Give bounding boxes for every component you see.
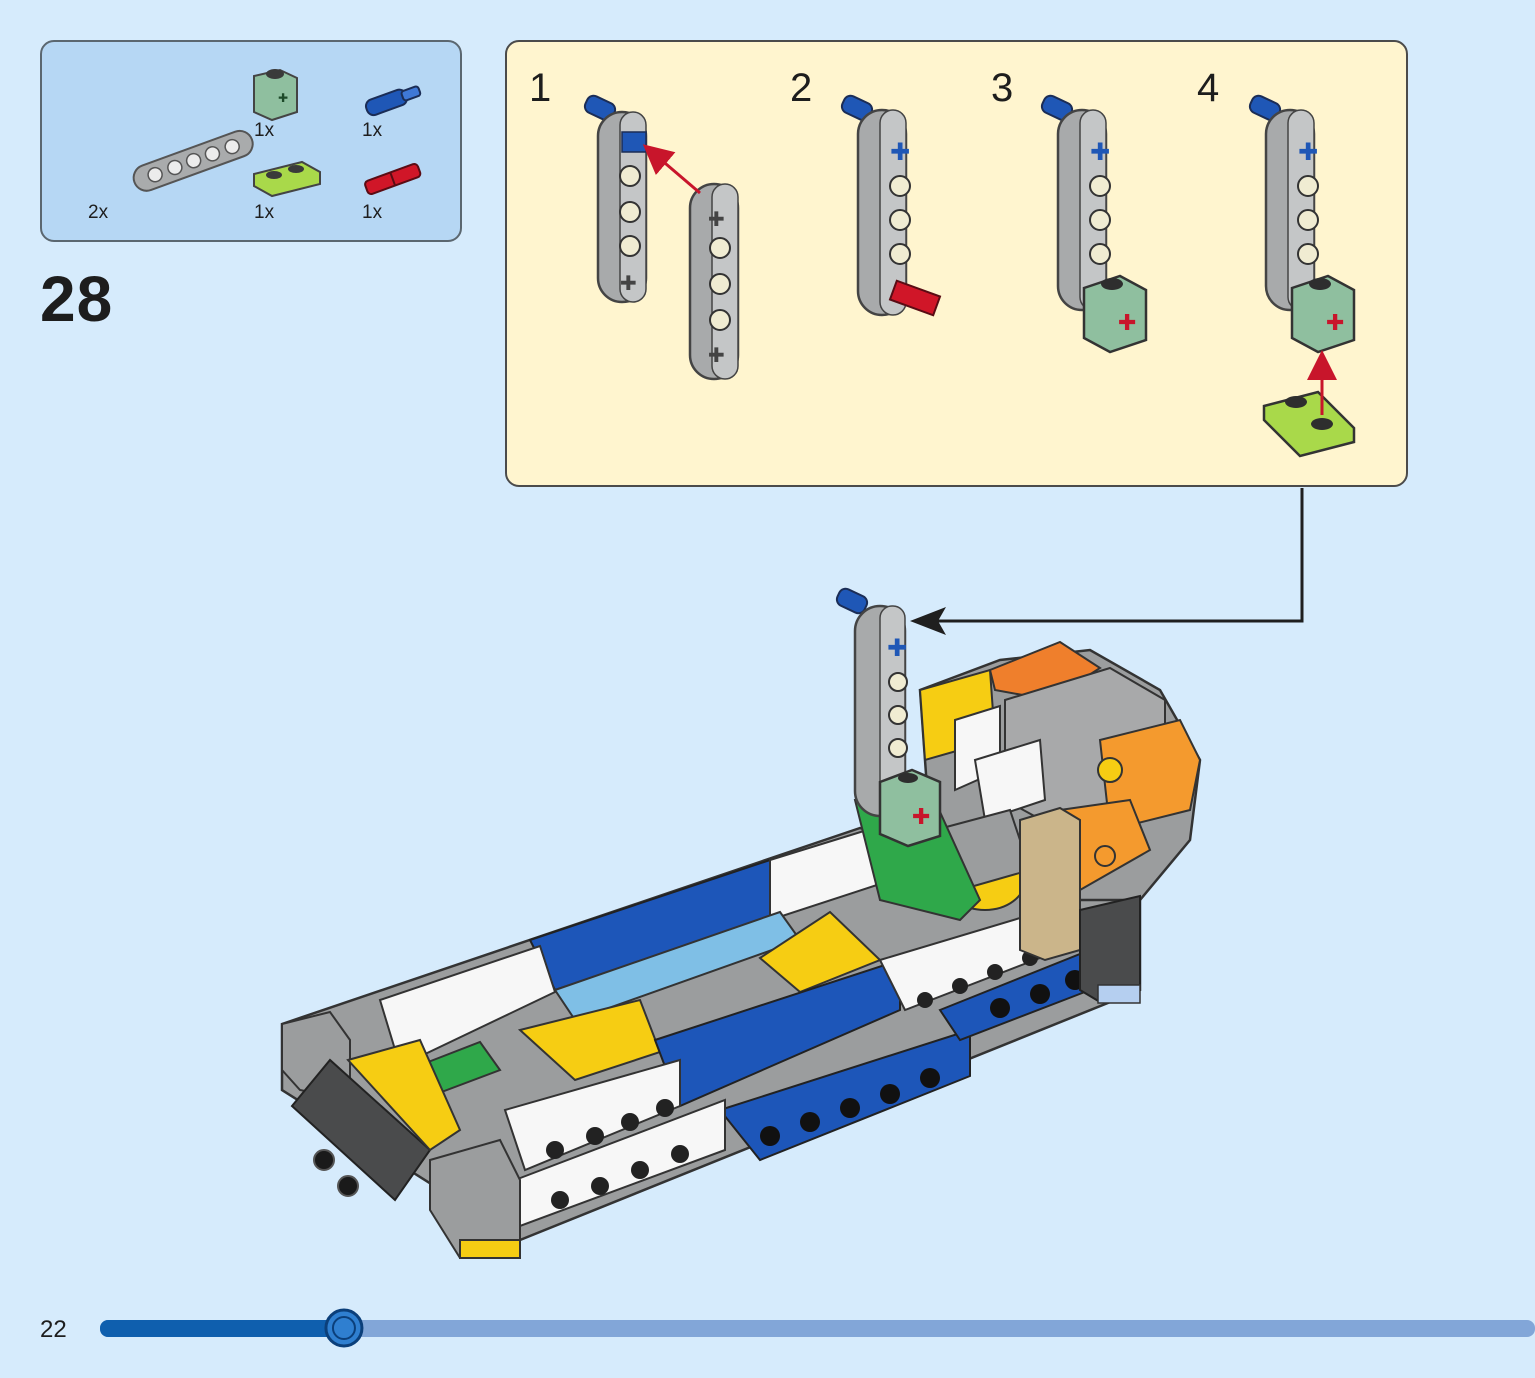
svg-text:✚: ✚ xyxy=(1090,139,1110,166)
progress-fill xyxy=(100,1320,344,1337)
svg-text:✚: ✚ xyxy=(1298,139,1318,166)
sand-green-brick-part-icon: ✚ xyxy=(253,68,298,122)
sub-step-1-illustration: ✚ ✚ ✚ xyxy=(583,94,740,381)
red-connector-part-icon xyxy=(364,162,422,196)
sub-step-2-number: 2 xyxy=(790,66,813,110)
blue-axle-pin-part-icon xyxy=(364,85,422,117)
svg-text:✚: ✚ xyxy=(708,209,725,231)
axle-pin-quantity: 1x xyxy=(362,120,383,141)
svg-text:✚: ✚ xyxy=(912,804,930,829)
progress-bar xyxy=(100,1308,1535,1348)
sub-step-2-illustration: ✚ xyxy=(840,94,942,317)
svg-text:✚: ✚ xyxy=(1326,310,1344,335)
parts-illustrations: ✚ xyxy=(132,68,422,198)
sub-step-3-illustration: ✚ ✚ xyxy=(1040,94,1148,354)
progress-track xyxy=(100,1320,1535,1337)
sub-step-1-number: 1 xyxy=(529,66,552,110)
svg-text:✚: ✚ xyxy=(278,91,288,105)
progress-knob xyxy=(324,1308,364,1348)
sub-step-4-number: 4 xyxy=(1197,66,1220,110)
brick-quantity: 1x xyxy=(254,120,275,141)
beam-quantity: 2x xyxy=(88,202,109,223)
connector-quantity: 1x xyxy=(362,202,383,223)
sub-step-3-number: 3 xyxy=(991,66,1014,110)
plate-quantity: 1x xyxy=(254,202,275,223)
svg-text:✚: ✚ xyxy=(890,139,910,166)
callout-connector-line xyxy=(934,488,1304,623)
callout-arrowhead-icon xyxy=(910,607,946,635)
lime-plate-part-icon xyxy=(253,160,321,198)
svg-text:✚: ✚ xyxy=(708,345,725,367)
gray-beam-part-icon xyxy=(132,129,254,192)
svg-text:✚: ✚ xyxy=(620,273,637,295)
main-model-illustration: ✚ ✚ xyxy=(280,587,1202,1260)
page-number: 22 xyxy=(40,1316,67,1343)
sub-step-4-illustration: ✚ ✚ xyxy=(1248,94,1356,458)
step-number: 28 xyxy=(40,263,114,335)
svg-text:✚: ✚ xyxy=(1118,310,1136,335)
svg-text:✚: ✚ xyxy=(887,635,907,662)
parts-list-box: ✚ 2x 1x 1x 1x 1x xyxy=(40,40,462,242)
